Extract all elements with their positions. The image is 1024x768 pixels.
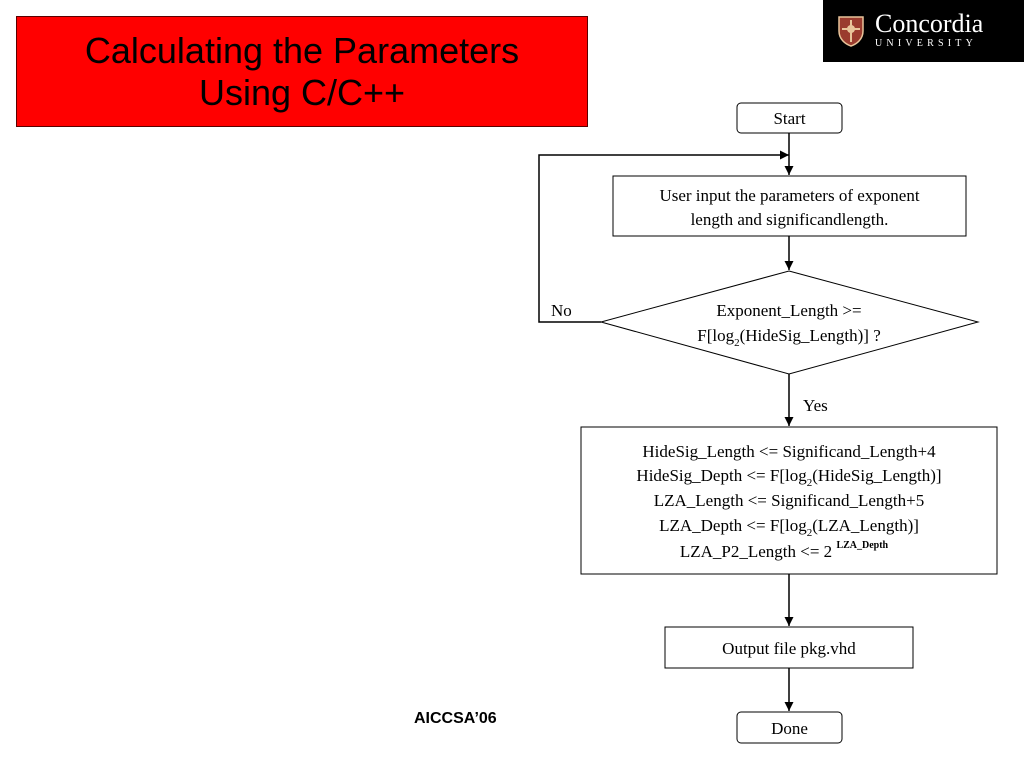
slide-title: Calculating the Parameters Using C/C++ xyxy=(16,16,588,127)
input-line1: User input the parameters of exponent xyxy=(659,186,919,205)
yes-label: Yes xyxy=(803,396,828,415)
output-label: Output file pkg.vhd xyxy=(722,639,856,658)
output-node xyxy=(664,626,914,669)
decision-node xyxy=(599,270,980,375)
done-label: Done xyxy=(771,719,808,738)
calc-line4: LZA_Depth <= F[log2(LZA_Length)] xyxy=(659,516,919,539)
slide-title-line2: Using C/C++ xyxy=(198,71,406,113)
input-line2: length and significandlength. xyxy=(691,210,889,229)
decision-line2: F[log2(HideSig_Length)] ? xyxy=(697,326,881,349)
start-label: Start xyxy=(773,109,805,128)
calc-line5: LZA_P2_Length <= 2 LZA_Depth xyxy=(680,540,889,561)
arrow-no-loop xyxy=(538,150,789,323)
calc-line2: HideSig_Depth <= F[log2(HideSig_Length)] xyxy=(636,466,941,489)
done-node xyxy=(736,711,843,744)
input-node xyxy=(612,175,967,237)
slide-title-line1: Calculating the Parameters xyxy=(84,29,520,71)
logo-name: Concordia xyxy=(875,9,984,38)
university-logo: Concordia UNIVERSITY xyxy=(823,0,1024,62)
decision-line1: Exponent_Length >= xyxy=(716,301,861,320)
crest-icon xyxy=(838,16,864,47)
calc-line1: HideSig_Length <= Significand_Length+4 xyxy=(642,442,936,461)
calc-line3: LZA_Length <= Significand_Length+5 xyxy=(654,491,925,510)
no-label: No xyxy=(551,301,572,320)
logo-subtitle: UNIVERSITY xyxy=(875,38,977,49)
calc-node xyxy=(580,426,998,575)
footer-label: AICCSA’06 xyxy=(414,710,497,727)
